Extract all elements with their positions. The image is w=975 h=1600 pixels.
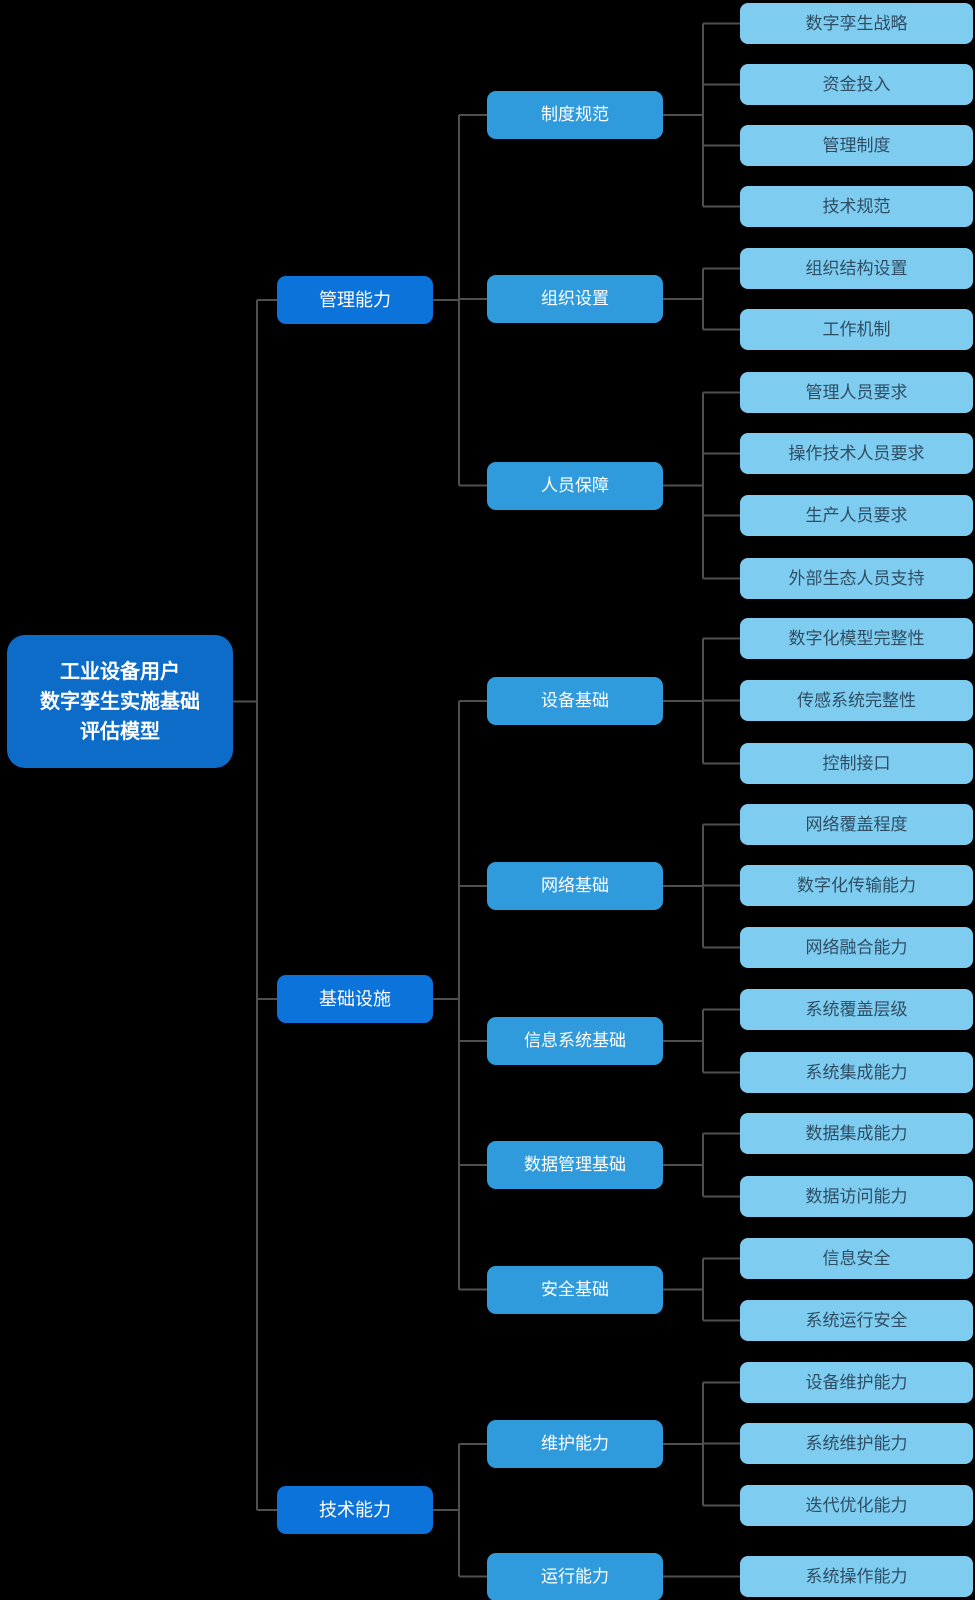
leaf-node: 数据访问能力 bbox=[740, 1176, 973, 1217]
category-node: 安全基础 bbox=[487, 1265, 663, 1314]
leaf-node: 数字化传输能力 bbox=[740, 865, 973, 906]
leaf-node: 网络覆盖程度 bbox=[740, 804, 973, 845]
category-node: 运行能力 bbox=[487, 1552, 663, 1600]
leaf-node: 管理人员要求 bbox=[740, 372, 973, 413]
leaf-node: 信息安全 bbox=[740, 1238, 973, 1279]
leaf-node: 系统覆盖层级 bbox=[740, 989, 973, 1030]
leaf-node: 数据集成能力 bbox=[740, 1113, 973, 1154]
category-node: 人员保障 bbox=[487, 461, 663, 510]
leaf-node: 系统集成能力 bbox=[740, 1052, 973, 1093]
category-node: 组织设置 bbox=[487, 275, 663, 323]
leaf-node: 生产人员要求 bbox=[740, 495, 973, 536]
leaf-node: 设备维护能力 bbox=[740, 1362, 973, 1403]
root-title-line: 数字孪生实施基础 bbox=[40, 690, 200, 713]
branch-node: 基础设施 bbox=[277, 975, 433, 1023]
leaf-node: 操作技术人员要求 bbox=[740, 433, 973, 474]
leaf-node: 系统运行安全 bbox=[740, 1300, 973, 1341]
root-title-line: 工业设备用户 bbox=[60, 660, 180, 683]
category-node: 维护能力 bbox=[487, 1420, 663, 1468]
leaf-node: 传感系统完整性 bbox=[740, 680, 973, 721]
leaf-node: 数字孪生战略 bbox=[740, 3, 973, 44]
branch-node: 管理能力 bbox=[277, 276, 433, 324]
leaf-node: 迭代优化能力 bbox=[740, 1485, 973, 1526]
category-node: 网络基础 bbox=[487, 862, 663, 910]
leaf-node: 控制接口 bbox=[740, 743, 973, 784]
leaf-node: 工作机制 bbox=[740, 309, 973, 350]
leaf-node: 网络融合能力 bbox=[740, 927, 973, 968]
root-title-line: 评估模型 bbox=[80, 720, 160, 743]
leaf-node: 技术规范 bbox=[740, 186, 973, 227]
category-node: 设备基础 bbox=[487, 677, 663, 725]
category-node: 制度规范 bbox=[487, 91, 663, 139]
leaf-node: 外部生态人员支持 bbox=[740, 558, 973, 599]
root-node: 工业设备用户数字孪生实施基础评估模型 bbox=[7, 635, 233, 768]
leaf-node: 组织结构设置 bbox=[740, 248, 973, 289]
leaf-node: 系统操作能力 bbox=[740, 1556, 973, 1597]
branch-node: 技术能力 bbox=[277, 1486, 433, 1534]
leaf-node: 管理制度 bbox=[740, 125, 973, 166]
leaf-node: 资金投入 bbox=[740, 64, 973, 105]
category-node: 数据管理基础 bbox=[487, 1141, 663, 1189]
category-node: 信息系统基础 bbox=[487, 1017, 663, 1065]
leaf-node: 数字化模型完整性 bbox=[740, 618, 973, 659]
leaf-node: 系统维护能力 bbox=[740, 1423, 973, 1464]
